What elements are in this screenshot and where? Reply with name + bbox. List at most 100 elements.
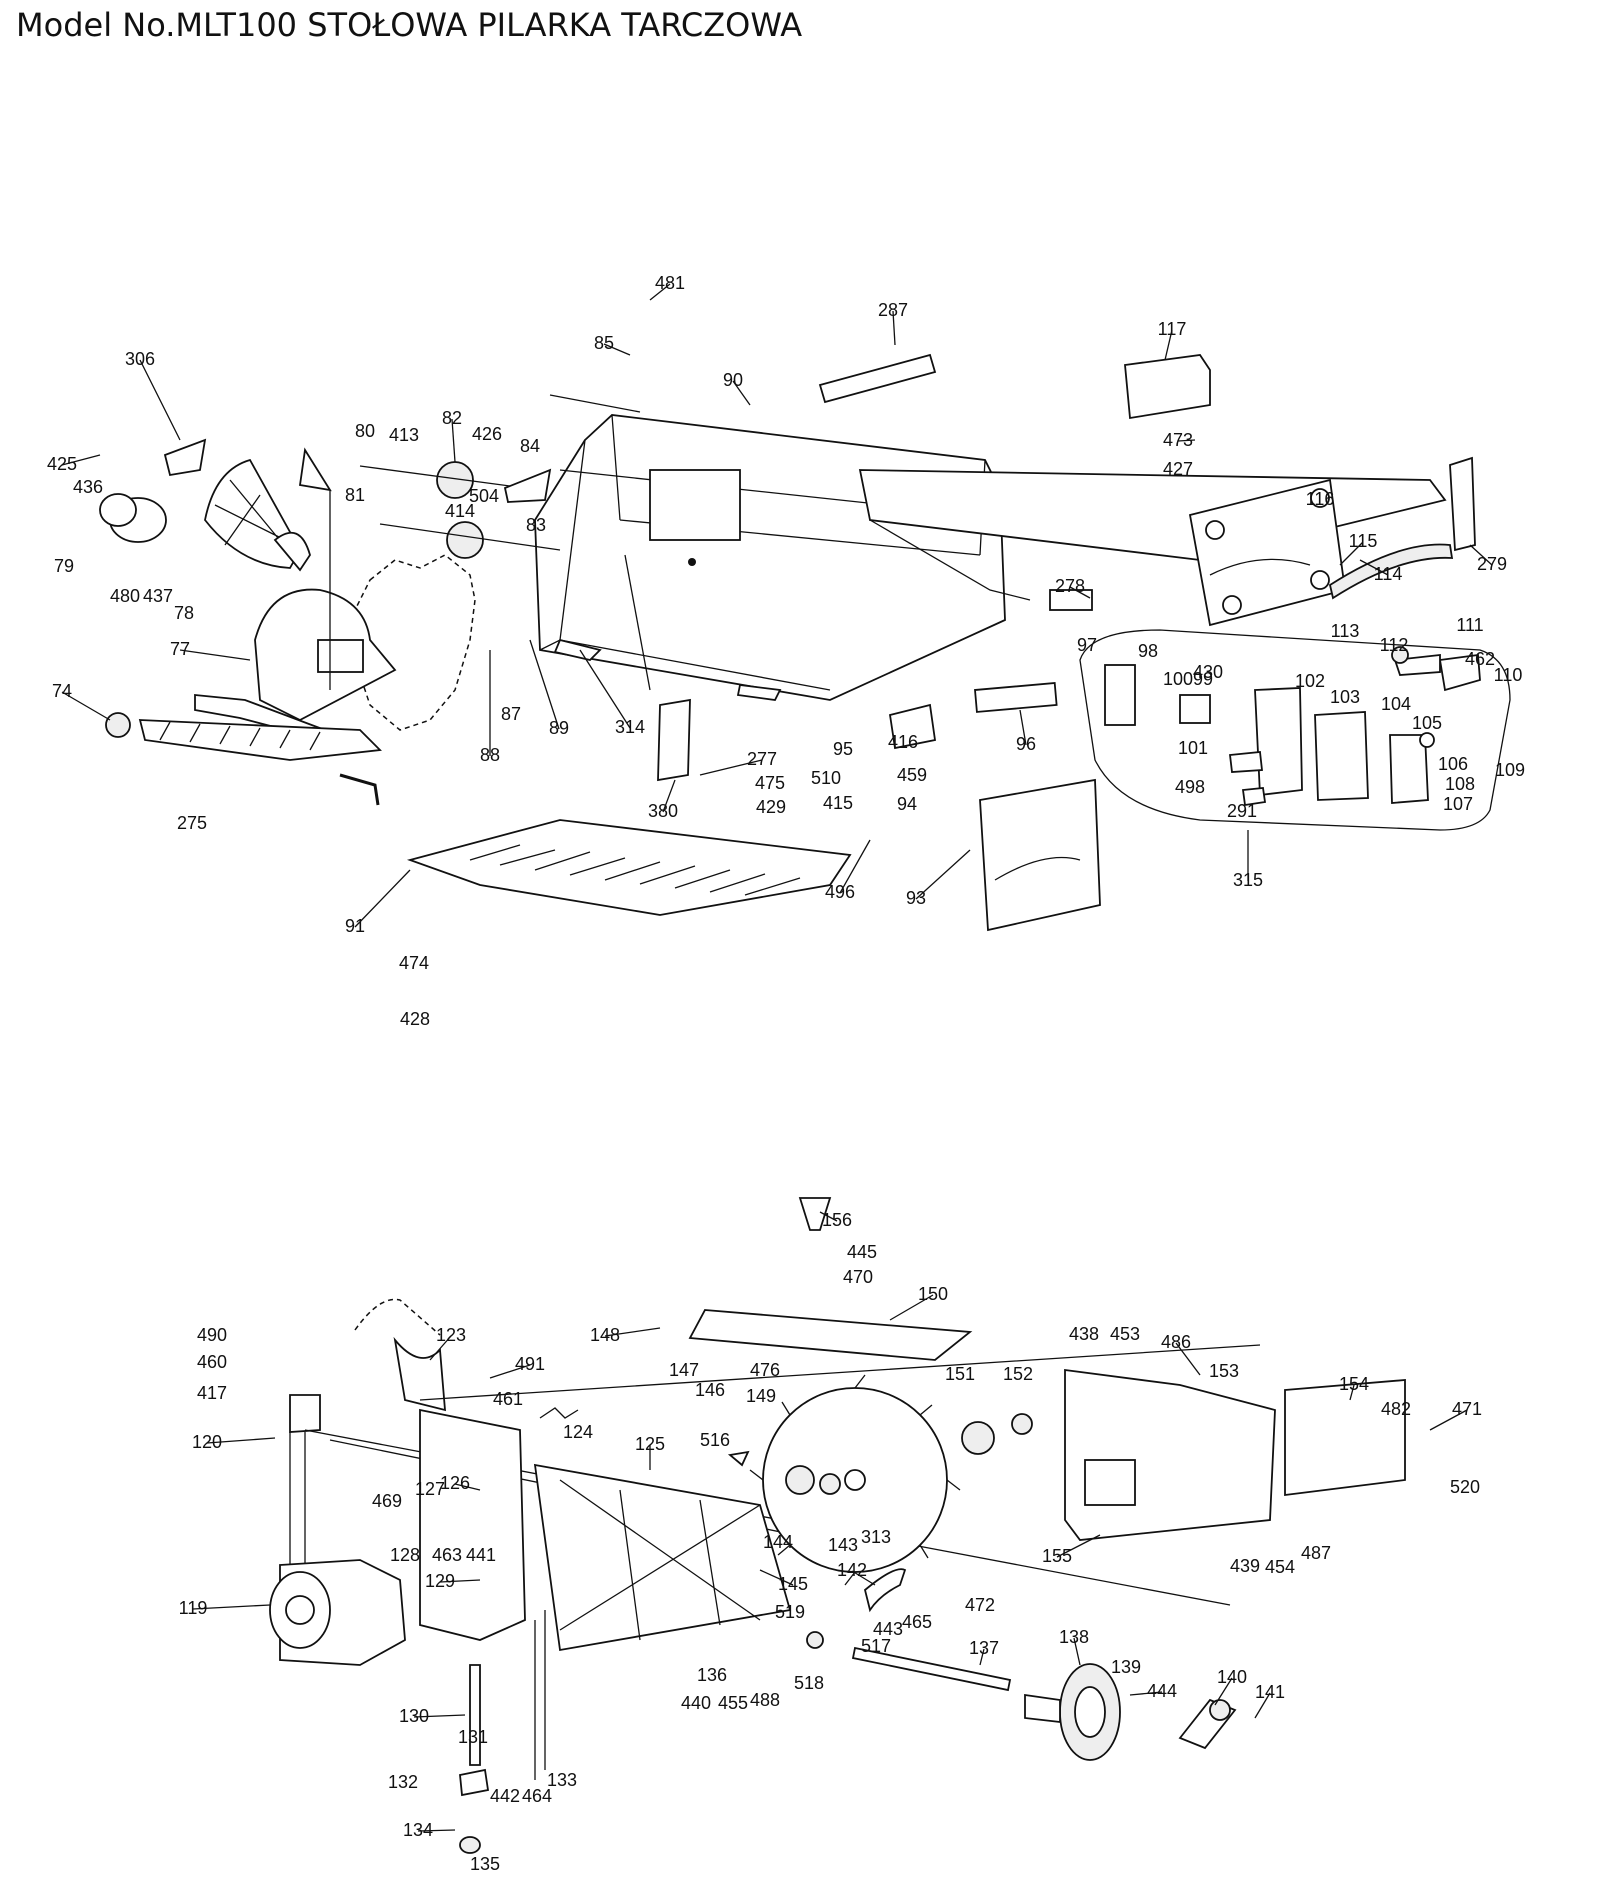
part-label-425: 425 — [47, 454, 77, 474]
part-label-417: 417 — [197, 1383, 227, 1403]
part-84 — [503, 468, 552, 503]
part-110 — [1438, 653, 1481, 692]
part-518 — [806, 1631, 824, 1649]
part-label-139: 139 — [1111, 1657, 1141, 1677]
part-label-306: 306 — [125, 349, 155, 369]
part-label-315: 315 — [1233, 870, 1263, 890]
part-153-plate — [1064, 1368, 1276, 1541]
part-label-490: 490 — [197, 1325, 227, 1345]
part-label-313: 313 — [861, 1527, 891, 1547]
part-151-flange — [961, 1421, 995, 1455]
leader-line — [1214, 1677, 1233, 1706]
part-306 — [163, 438, 207, 477]
part-label-149: 149 — [746, 1386, 776, 1406]
leader-line — [1339, 541, 1364, 566]
part-112 — [1391, 646, 1409, 664]
warning-triangle — [298, 447, 332, 492]
part-label-83: 83 — [526, 515, 546, 535]
part-142 — [863, 1568, 907, 1613]
part-label-129: 129 — [425, 1571, 455, 1591]
leader-line — [979, 1648, 985, 1666]
part-label-414: 414 — [445, 501, 475, 521]
part-label-79: 79 — [54, 556, 74, 576]
upper-assembly-drawing — [99, 353, 1511, 932]
part-label-93: 93 — [906, 888, 926, 908]
part-144 — [819, 1473, 841, 1495]
part-label-113: 113 — [1331, 621, 1360, 641]
part-label-108: 108 — [1445, 774, 1475, 794]
leader-line — [179, 649, 251, 661]
part-label-116: 116 — [1306, 489, 1335, 509]
pulley-414 — [446, 521, 484, 559]
part-label-135: 135 — [470, 1854, 500, 1874]
leader-line — [759, 1569, 794, 1586]
part-label-455: 455 — [718, 1693, 748, 1713]
part-130-rod — [469, 1664, 481, 1766]
part-label-101: 101 — [1178, 738, 1208, 758]
part-154-plate — [1284, 1379, 1406, 1497]
part-label-98: 98 — [1138, 641, 1158, 661]
switch-box-315 — [1079, 629, 1511, 831]
part-label-462: 462 — [1465, 649, 1495, 669]
leader-line — [649, 283, 671, 301]
leader-line — [206, 1437, 276, 1444]
part-label-476: 476 — [750, 1360, 780, 1380]
part-label-89: 89 — [549, 718, 569, 738]
part-label-147: 147 — [669, 1360, 699, 1380]
part-label-277: 277 — [747, 749, 777, 769]
part-label-119: 119 — [179, 1598, 208, 1618]
part-label-137: 137 — [969, 1638, 999, 1658]
part-label-120: 120 — [192, 1432, 222, 1452]
part-label-275: 275 — [177, 813, 207, 833]
part-label-142: 142 — [837, 1560, 867, 1580]
part-label-510: 510 — [811, 768, 841, 788]
part-132 — [459, 1768, 490, 1797]
part-label-146: 146 — [695, 1380, 725, 1400]
part-label-413: 413 — [389, 425, 419, 445]
leader-line — [139, 359, 181, 441]
part-label-151: 151 — [945, 1364, 975, 1384]
part-label-99: 99 — [1193, 669, 1213, 689]
part-label-442: 442 — [490, 1786, 520, 1806]
leader-line — [354, 869, 411, 928]
part-label-475: 475 — [755, 773, 785, 793]
part-label-104: 104 — [1381, 694, 1411, 714]
saw-blade-outline — [349, 554, 476, 731]
leader-line — [851, 1570, 876, 1586]
part-label-436: 436 — [73, 477, 103, 497]
part-label-81: 81 — [345, 485, 365, 505]
part-label-465: 465 — [902, 1612, 932, 1632]
part-label-439: 439 — [1230, 1556, 1260, 1576]
part-143-flange — [785, 1465, 815, 1495]
leader-line — [732, 380, 751, 406]
part-label-140: 140 — [1217, 1667, 1247, 1687]
part-label-504: 504 — [469, 486, 499, 506]
riving-knife-77 — [254, 588, 397, 722]
part-label-463: 463 — [432, 1545, 462, 1565]
part-label-125: 125 — [635, 1434, 665, 1454]
part-label-117: 117 — [1158, 319, 1187, 339]
part-label-428: 428 — [400, 1009, 430, 1029]
part-279-plate — [1449, 456, 1476, 552]
part-93-scale — [979, 778, 1101, 932]
leader-line — [1056, 1534, 1101, 1558]
part-label-471: 471 — [1452, 1399, 1482, 1419]
part-label-134: 134 — [403, 1820, 433, 1840]
part-label-138: 138 — [1059, 1627, 1089, 1647]
part-label-460: 460 — [197, 1352, 227, 1372]
part-label-150: 150 — [918, 1284, 948, 1304]
part-label-103: 103 — [1330, 687, 1360, 707]
leader-line — [1129, 1691, 1163, 1696]
part-96-label — [974, 682, 1058, 713]
part-label-145: 145 — [778, 1574, 808, 1594]
part-label-279: 279 — [1477, 554, 1507, 574]
leader-line — [1349, 1384, 1355, 1401]
part-label-440: 440 — [681, 1693, 711, 1713]
part-label-380: 380 — [648, 801, 678, 821]
part-label-109: 109 — [1495, 760, 1525, 780]
part-label-77: 77 — [170, 639, 190, 659]
leader-line — [579, 649, 631, 729]
part-label-480: 480 — [110, 586, 140, 606]
